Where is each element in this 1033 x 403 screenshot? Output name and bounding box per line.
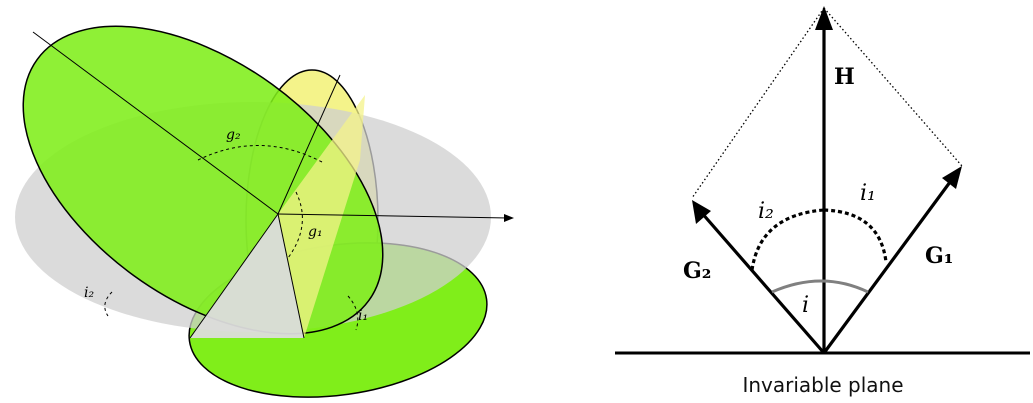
angle-arc-i1 (347, 295, 359, 331)
angle-arc-g1 (287, 191, 303, 259)
reference-arrowhead-icon (504, 214, 514, 222)
angle-arc-i1-right (823, 208, 888, 263)
reference-direction-arrow (277, 213, 509, 219)
vector-G2-arrowhead-icon (692, 200, 711, 224)
label-i2: i₂ (84, 285, 94, 301)
angle-arc-i-right (771, 279, 869, 294)
angle-arc-i2 (104, 291, 113, 317)
invariable-plane-caption: Invariable plane (742, 373, 903, 397)
label-G1: G₁ (925, 243, 953, 269)
label-G2: G₂ (683, 258, 711, 284)
vector-G2 (699, 210, 826, 355)
vector-H-arrowhead-icon (815, 6, 833, 30)
angular-momentum-figure: H i₁ i₂ i G₁ G₂ Invariable plane (615, 6, 1030, 397)
label-i-right: i (802, 293, 809, 318)
label-g2: g₂ (226, 127, 241, 143)
green-plane-edge (189, 213, 279, 339)
vector-G1 (822, 177, 955, 354)
dotted-line-right (823, 7, 963, 167)
label-H: H (834, 64, 855, 90)
label-g1: g₁ (308, 224, 323, 240)
label-i1: i₁ (358, 308, 368, 324)
yellow-plane-edge (277, 213, 305, 339)
angle-arc-g2 (197, 145, 323, 163)
orbital-planes-figure: g₂ g₁ i₂ i₁ (15, 25, 514, 398)
vector-G1-arrowhead-icon (942, 166, 962, 189)
dotted-line-left (691, 7, 825, 199)
label-i2-right: i₂ (758, 199, 774, 224)
node-line-yellow (277, 74, 341, 215)
label-i1-right: i₁ (860, 181, 876, 206)
grey-wedge (190, 214, 304, 338)
node-line-green (32, 31, 279, 215)
yellow-wedge (278, 95, 365, 338)
